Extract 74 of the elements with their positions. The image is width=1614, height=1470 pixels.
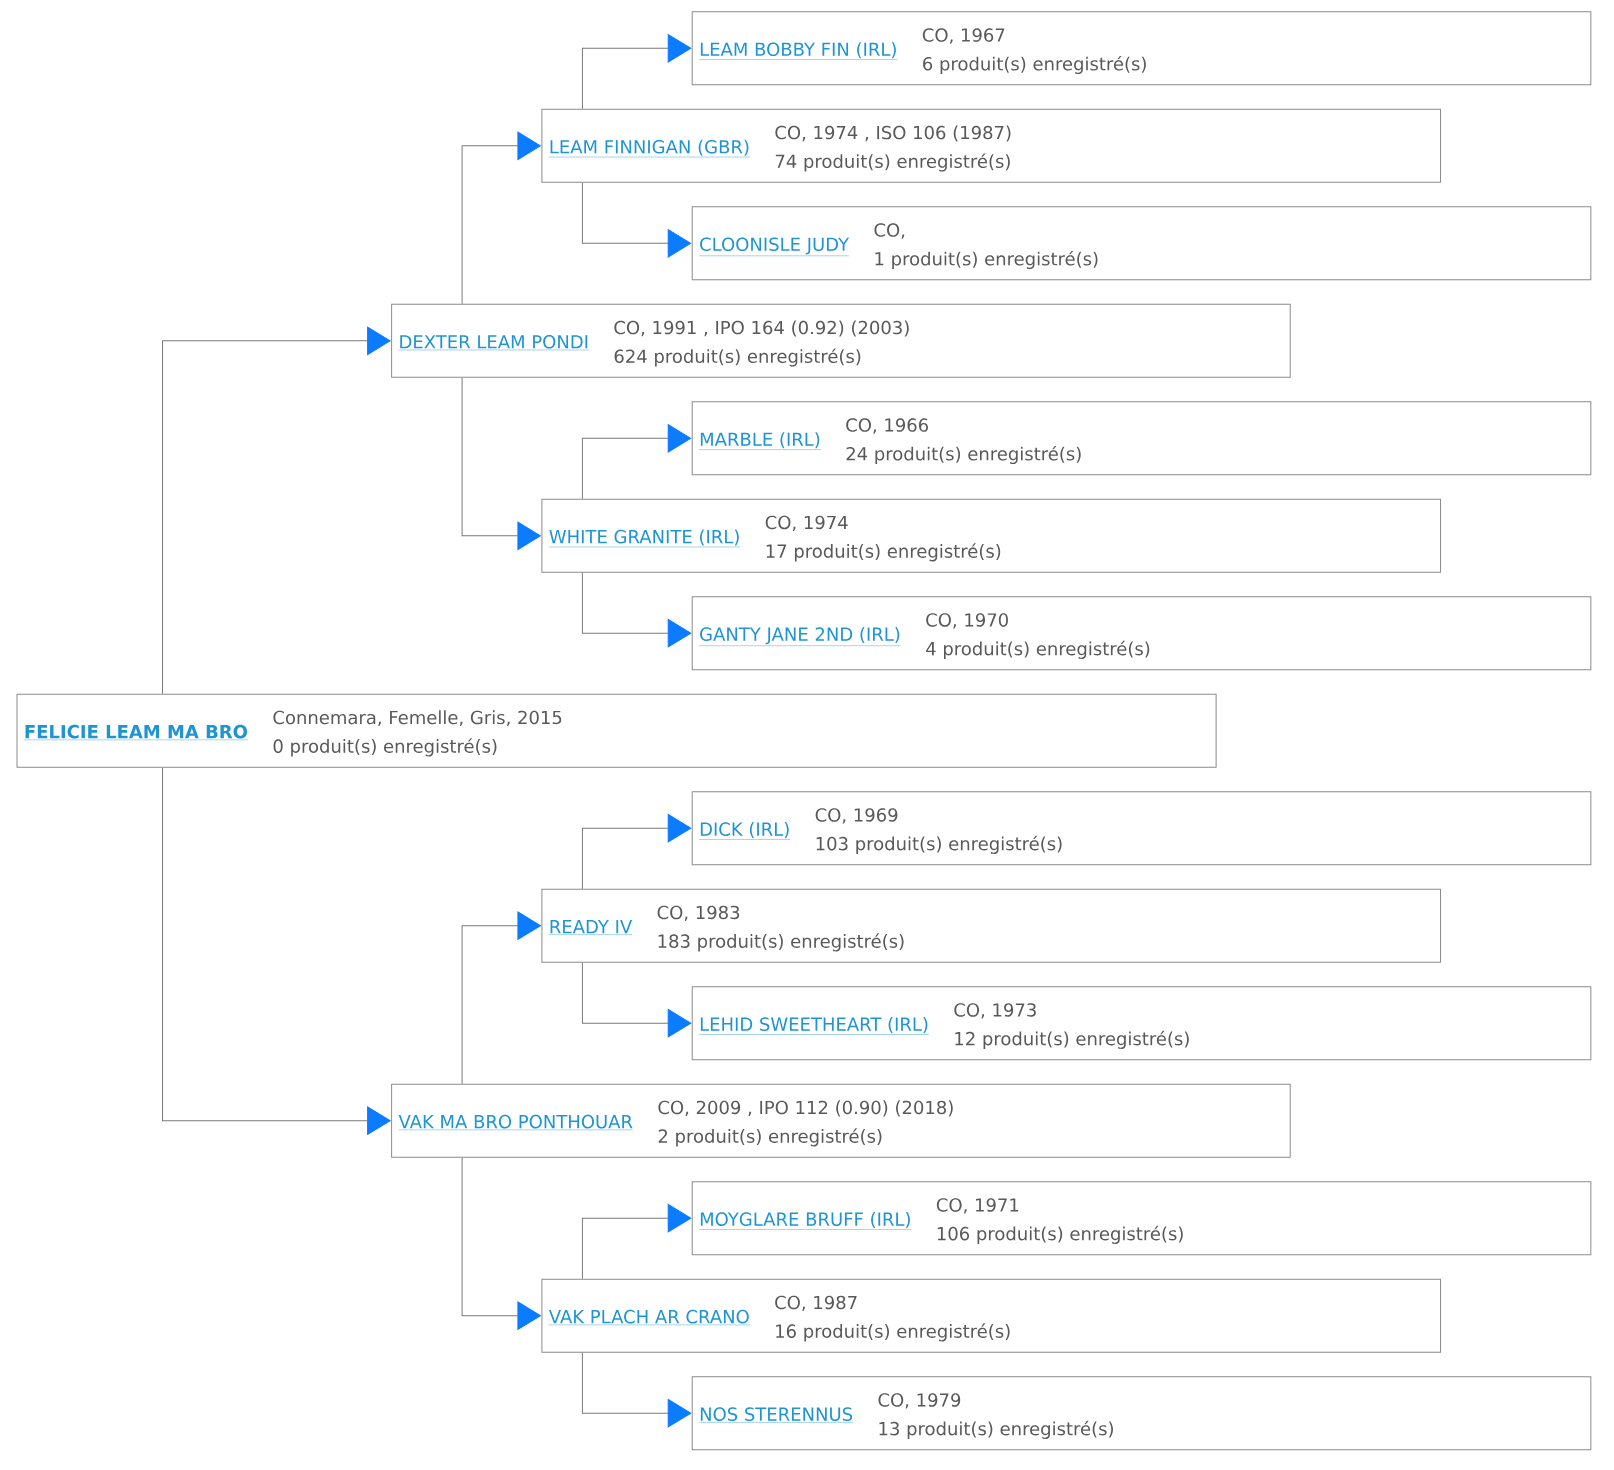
pedigree-box bbox=[541, 888, 1441, 963]
pedigree-box bbox=[691, 986, 1592, 1061]
detail-text: 106 produit(s) enregistré(s) bbox=[937, 1225, 1183, 1244]
detail-text: Connemara, Femelle, Gris, 2015 bbox=[273, 710, 562, 727]
name-link: MARBLE (IRL) bbox=[698, 432, 822, 450]
detail-text: CO, 1979 bbox=[878, 1393, 961, 1409]
name-link: FELICIE LEAM MA BRO bbox=[23, 724, 249, 741]
detail-text: CO, 1991 , IPO 164 (0.92) (2003) bbox=[614, 320, 909, 337]
detail-text: CO, 1971 bbox=[936, 1198, 1019, 1214]
detail-text: 624 produit(s) enregistré(s) bbox=[614, 348, 861, 367]
name-link: READY IV bbox=[548, 920, 633, 935]
detail-text: CO, 1969 bbox=[815, 808, 898, 824]
name-link: LEHID SWEETHEART (IRL) bbox=[698, 1017, 930, 1035]
detail-text: CO, 1987 bbox=[775, 1295, 857, 1312]
detail-text: 12 produit(s) enregistré(s) bbox=[955, 1030, 1189, 1049]
detail-text: CO, 2009 , IPO 112 (0.90) (2018) bbox=[658, 1100, 953, 1117]
detail-text: CO, 1973 bbox=[954, 1003, 1036, 1019]
name-link: MOYGLARE BRUFF (IRL) bbox=[698, 1212, 912, 1230]
pedigree-box bbox=[391, 1083, 1291, 1158]
detail-text: 1 produit(s) enregistré(s) bbox=[875, 250, 1098, 270]
connector-arrow bbox=[461, 1157, 541, 1330]
detail-text: 4 produit(s) enregistré(s) bbox=[926, 640, 1150, 659]
connector-arrow bbox=[581, 1204, 692, 1280]
pedigree-box bbox=[691, 1181, 1592, 1256]
connector-arrow bbox=[461, 131, 541, 305]
connector-arrow bbox=[581, 1352, 692, 1428]
detail-text: 74 produit(s) enregistré(s) bbox=[775, 153, 1010, 172]
connector-arrow bbox=[581, 572, 692, 648]
pedigree-box bbox=[391, 303, 1291, 378]
pedigree-box bbox=[691, 401, 1592, 476]
detail-text: CO, 1966 bbox=[846, 418, 929, 434]
pedigree-box bbox=[541, 108, 1441, 183]
detail-text: 6 produit(s) enregistré(s) bbox=[923, 55, 1146, 75]
detail-text: CO, 1974 , ISO 106 (1987) bbox=[775, 125, 1011, 142]
pedigree-box bbox=[691, 791, 1592, 866]
connector-arrow bbox=[581, 34, 692, 110]
name-link: LEAM FINNIGAN (GBR) bbox=[548, 139, 751, 158]
detail-text: CO, 1974 bbox=[765, 515, 848, 532]
connector-arrow bbox=[581, 182, 692, 258]
detail-text: 0 produit(s) enregistré(s) bbox=[273, 738, 497, 757]
pedigree-box bbox=[16, 693, 1217, 768]
pedigree-box bbox=[691, 11, 1592, 86]
name-link: VAK PLACH AR CRANO bbox=[548, 1309, 750, 1326]
connector-arrow bbox=[581, 814, 692, 890]
pedigree-box bbox=[541, 1278, 1441, 1353]
connector-arrow bbox=[461, 911, 541, 1085]
detail-text: 13 produit(s) enregistré(s) bbox=[879, 1420, 1113, 1439]
detail-text: CO, 1970 bbox=[926, 613, 1008, 629]
name-link: DICK (IRL) bbox=[698, 822, 791, 840]
name-link: WHITE GRANITE (IRL) bbox=[548, 529, 741, 548]
name-link: GANTY JANE 2ND (IRL) bbox=[698, 627, 901, 646]
detail-text: 103 produit(s) enregistré(s) bbox=[816, 835, 1062, 854]
detail-text: CO, bbox=[874, 223, 905, 239]
detail-text: 16 produit(s) enregistré(s) bbox=[776, 1323, 1010, 1342]
connector-arrow bbox=[581, 962, 692, 1038]
detail-text: 17 produit(s) enregistré(s) bbox=[766, 543, 1001, 562]
name-link: DEXTER LEAM PONDI bbox=[398, 334, 590, 351]
detail-text: 183 produit(s) enregistré(s) bbox=[658, 933, 904, 952]
connector-arrow bbox=[162, 767, 391, 1135]
connector-arrow bbox=[162, 326, 391, 695]
detail-text: 2 produit(s) enregistré(s) bbox=[658, 1128, 882, 1147]
pedigree-box bbox=[691, 1376, 1592, 1451]
pedigree-box bbox=[691, 206, 1592, 281]
detail-text: 24 produit(s) enregistré(s) bbox=[846, 445, 1081, 465]
detail-text: CO, 1983 bbox=[657, 905, 740, 922]
name-link: NOS STERENNUS bbox=[698, 1407, 854, 1423]
connector-arrow bbox=[461, 377, 541, 551]
pedigree-box bbox=[541, 498, 1441, 573]
name-link: VAK MA BRO PONTHOUAR bbox=[398, 1114, 634, 1131]
name-link: LEAM BOBBY FIN (IRL) bbox=[698, 42, 898, 60]
detail-text: CO, 1967 bbox=[922, 28, 1005, 44]
connector-arrow bbox=[581, 424, 692, 500]
name-link: CLOONISLE JUDY bbox=[698, 237, 850, 256]
pedigree-box bbox=[691, 596, 1592, 671]
